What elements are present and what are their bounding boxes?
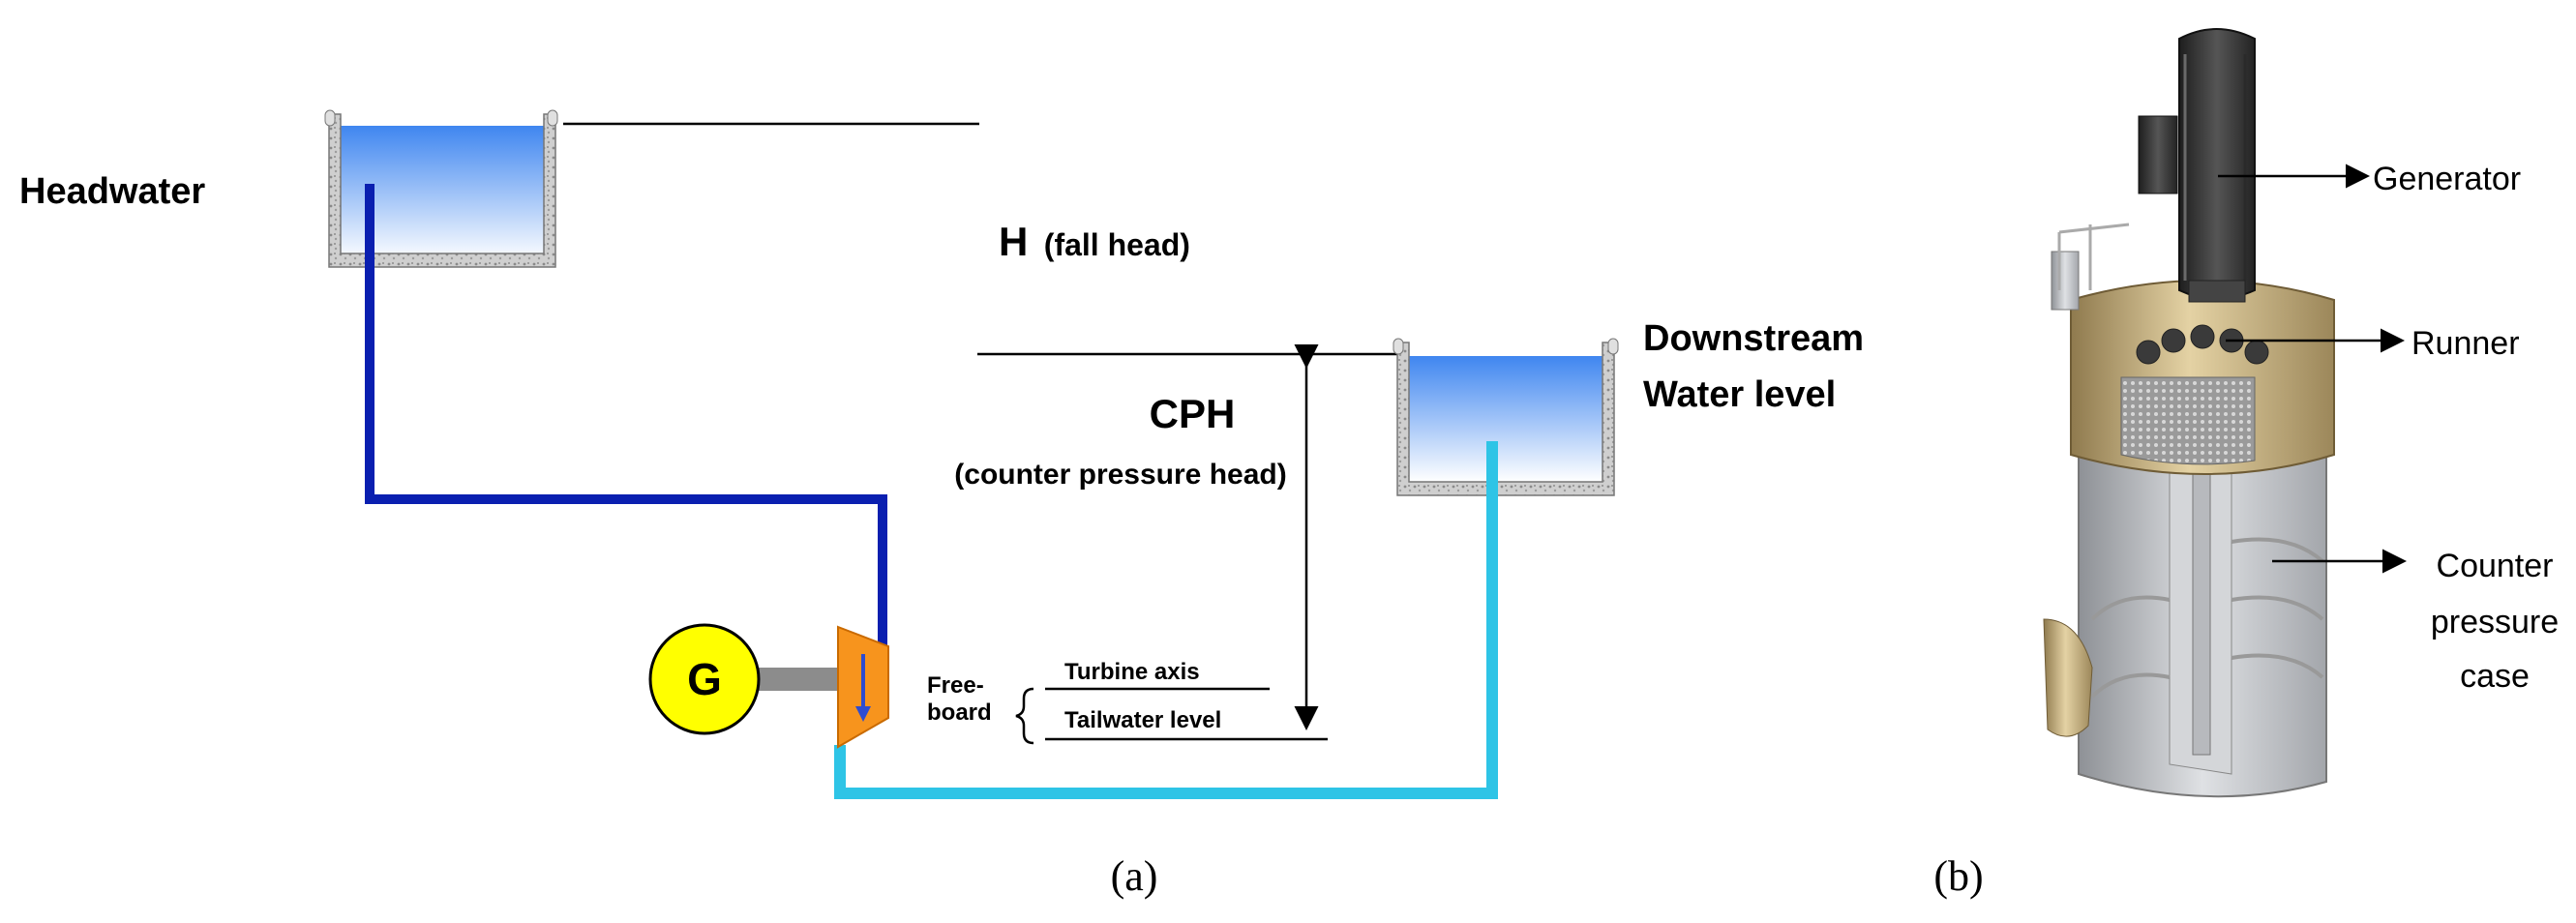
- case-label-line2: pressure: [2431, 604, 2559, 640]
- panel-b: Generator Runner Counter pressure case (…: [1933, 28, 2559, 900]
- turbine-axis-label: Turbine axis: [1064, 659, 1200, 685]
- fall-head-label: H (fall head): [999, 219, 1190, 264]
- caption-a: (a): [1111, 852, 1158, 900]
- caption-b: (b): [1933, 852, 1983, 900]
- headwater-label: Headwater: [19, 171, 205, 212]
- fall-head-symbol: H: [999, 219, 1028, 264]
- case-label-line1: Counter: [2437, 548, 2554, 584]
- generator-symbol: G: [648, 623, 761, 735]
- headwater-basin: [324, 109, 558, 268]
- tailwater-label: Tailwater level: [1064, 707, 1221, 733]
- freeboard-label-line2: board: [927, 700, 992, 726]
- turbine-cutaway-illustration: [2043, 28, 2335, 798]
- runner-label: Runner: [2411, 325, 2520, 362]
- downstream-label-line1: Downstream: [1643, 318, 1864, 359]
- headrace-pipe: [365, 184, 887, 656]
- downstream-basin: [1393, 338, 1619, 496]
- tailrace-pipe: [834, 441, 1498, 799]
- panel-a: Headwater H (fall head) Downstream Water…: [19, 109, 1864, 900]
- case-label-line3: case: [2460, 658, 2530, 695]
- generator-letter: G: [687, 654, 722, 704]
- freeboard-brace: [1015, 687, 1034, 745]
- fall-head-description: (fall head): [1044, 227, 1190, 262]
- generator-label: Generator: [2373, 161, 2521, 197]
- turbine: [837, 625, 889, 749]
- freeboard-label-line1: Free-: [927, 672, 984, 699]
- downstream-label-line2: Water level: [1643, 374, 1836, 415]
- generator-shaft: [757, 668, 844, 691]
- cph-symbol: CPH: [1150, 391, 1236, 436]
- cph-description: (counter pressure head): [954, 459, 1286, 491]
